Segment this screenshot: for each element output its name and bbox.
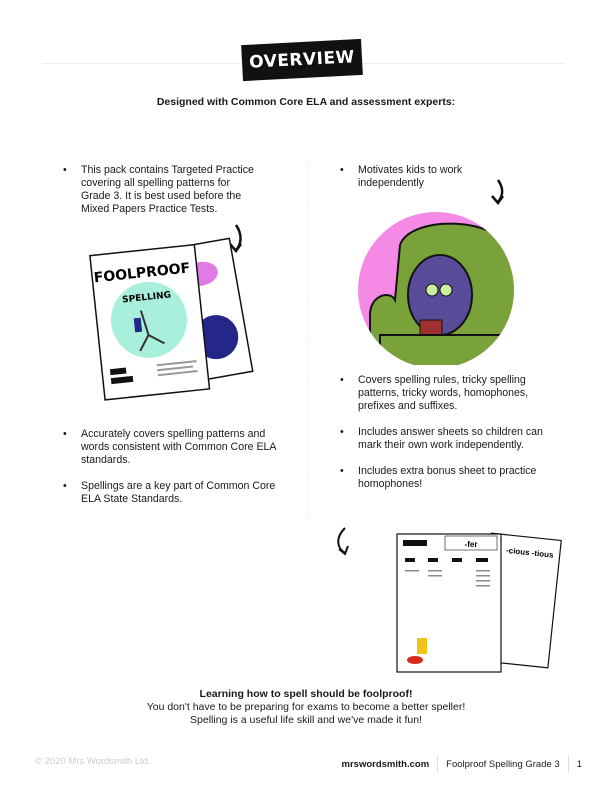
right-bullets-bottom: Covers spelling rules, tricky spelling p… [340, 374, 563, 504]
closing-line-2: Spelling is a useful life skill and we'v… [190, 714, 422, 726]
arrow-icon [229, 224, 243, 254]
list-item: Spellings are a key part of Common Core … [63, 480, 281, 506]
page-title: OVERVIEW [241, 38, 363, 82]
pack-covers-image: FOOLPROOF SPELLING [89, 224, 254, 401]
list-item: Covers spelling rules, tricky spelling p… [340, 374, 563, 413]
separator [437, 756, 439, 772]
list-item: Motivates kids to work independently [340, 164, 528, 190]
arrow-icon [337, 527, 349, 556]
list-item: This pack contains Targeted Practice cov… [63, 164, 261, 216]
worksheets-image: -cious -tious -fer [337, 527, 562, 673]
website-link[interactable]: mrswordsmith.com [341, 758, 430, 770]
sheet1-title: -fer [465, 540, 478, 549]
right-bullets-top: Motivates kids to work independently [340, 164, 528, 190]
closing-heading: Learning how to spell should be foolproo… [199, 688, 413, 700]
closing-line-1: You don't have to be preparing for exams… [146, 701, 466, 713]
subtitle: Designed with Common Core ELA and assess… [156, 96, 456, 108]
list-item: Includes answer sheets so children can m… [340, 426, 563, 452]
reading-character-image [358, 179, 514, 365]
column-divider [307, 160, 308, 520]
book-title: Foolproof Spelling Grade 3 [446, 758, 560, 770]
separator [567, 756, 569, 772]
list-item: Includes extra bonus sheet to practice h… [340, 465, 563, 491]
list-item: Accurately covers spelling patterns and … [63, 428, 281, 467]
page-number: 1 [576, 758, 582, 770]
closing-message: Learning how to spell should be foolproo… [0, 688, 612, 727]
arrow-icon [491, 179, 505, 206]
left-bullets-bottom: Accurately covers spelling patterns and … [63, 428, 281, 519]
copyright: © 2020 Mrs Wordsmith Ltd. [35, 756, 151, 767]
left-bullets-top: This pack contains Targeted Practice cov… [63, 164, 261, 216]
